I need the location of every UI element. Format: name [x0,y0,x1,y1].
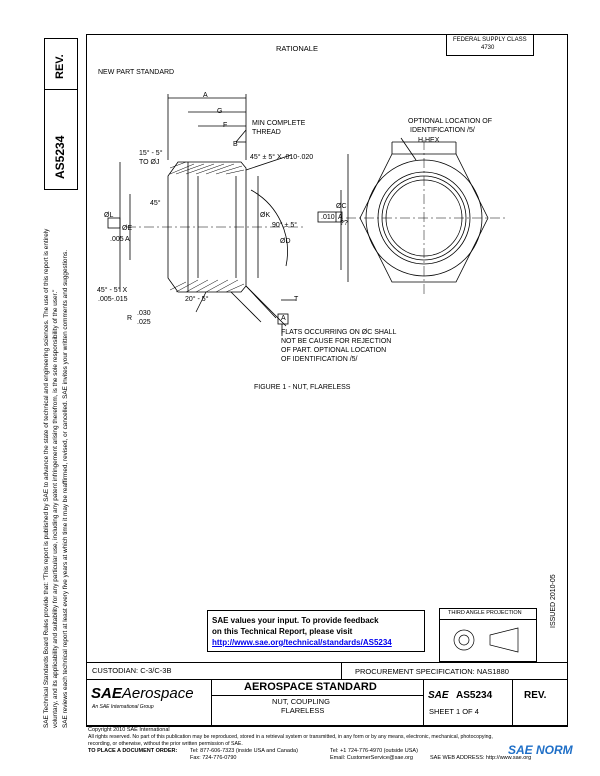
drawing-frame [86,34,568,727]
nut-side-outline [167,161,247,293]
sae-norm-watermark: SAE NORM [508,743,573,757]
chamfer2-2: .005-.015 [98,296,128,303]
dia-k: ØK [260,212,271,219]
datum-a-bottom: A [281,315,286,322]
doc-number: AS5234 [456,690,493,701]
figure-caption: FIGURE 1 - NUT, FLARELESS [254,384,351,391]
sheet-number: SHEET 1 OF 4 [429,707,479,716]
dia-e: ØE [122,225,133,232]
flats-note-2: NOT BE CAUSE FOR REJECTION [281,338,392,345]
side-notice-line1: SAE Technical Standards Board Rules prov… [43,228,50,728]
new-part-label: NEW PART STANDARD [98,69,175,76]
r-val-1: .030 [137,310,151,317]
custodian: CUSTODIAN: C-3/C-3B [92,666,172,675]
flats-note-1: FLATS OCCURRING ON ØC SHALL [281,329,397,336]
projection-label: THIRD ANGLE PROJECTION [448,610,522,616]
min-thread-2: THREAD [252,129,281,136]
flats-note-3: OF PART. OPTIONAL LOCATION [281,347,387,354]
issued-code: ISSUED 2010-05 [550,574,557,628]
angle-20: 20° - 5° [185,296,209,303]
chamfer2-1: 45° - 5° X [97,287,128,294]
dia-c: ØC [336,203,347,210]
r-val-2: .025 [137,319,151,326]
footer-rights-2: recording, or otherwise, without the pri… [88,741,243,747]
tol-010: .010 [321,214,335,221]
projection-box: THIRD ANGLE PROJECTION [439,608,537,662]
chamfer-angle-1: 15° - 5° [139,150,163,157]
feedback-link[interactable]: http://www.sae.org/technical/standards/A… [212,638,392,647]
main-title: AEROSPACE STANDARD [244,681,377,693]
footer-tel-2: Tel: +1 724-776-4970 (outside USA) [330,748,418,754]
side-notice-line3: SAE reviews each technical report at lea… [62,250,69,728]
feedback-box: SAE values your input. To provide feedba… [207,610,425,652]
dim-a: A [203,92,208,99]
chamfer-angle-2: TO ØJ [139,159,160,166]
opt-loc-1: OPTIONAL LOCATION OF [408,118,493,125]
nut-drawing [107,94,506,336]
dim-f: F [223,122,228,129]
min-thread-1: MIN COMPLETE [252,120,306,127]
dia-l: ØL [104,212,114,219]
footer-copyright: Copyright 2010 SAE International [88,727,170,733]
chamfer-note: 45° ± 5° X .010-.020 [250,154,314,161]
opt-loc-2: IDENTIFICATION /5/ [410,127,475,134]
angle-45: 45° [150,200,161,207]
logo-sub: An SAE International Group [92,704,154,710]
fed-class-code: 4730 [481,45,495,51]
procurement-spec: PROCUREMENT SPECIFICATION: NAS1880 [355,667,509,676]
fed-class-box: FEDERAL SUPPLY CLASS 4730 [446,34,534,56]
datum-a-left: A [125,236,130,243]
rev-tab-label: REV. [54,54,66,79]
footer-email: Email: CustomerService@sae.org [330,755,413,761]
title-block [86,662,568,726]
sae-small-logo: SAE [428,690,449,701]
rev-label: REV. [524,690,547,701]
dim-b: B [233,141,238,148]
hex-label: H HEX [418,137,440,144]
r-label: R [127,315,133,322]
footer-tel-1: Tel: 877-606-7323 (inside USA and Canada… [190,748,298,754]
footer-fax: Fax: 724-776-0790 [190,755,237,761]
t-label: T [294,296,299,303]
projection-symbol [453,627,519,653]
rev-tab: REV. AS5234 [44,38,78,190]
footer-rights-1: All rights reserved. No part of this pub… [88,734,493,740]
logo-sae: SAE [91,685,122,702]
footer-web[interactable]: SAE WEB ADDRESS: http://www.sae.org [430,755,532,761]
side-notice-line2: voluntary, and its applicability and sui… [52,289,59,728]
rationale-label: RATIONALE [276,44,318,53]
dia-d: ØD [280,238,291,245]
feedback-line2: on this Technical Report, please visit [212,627,353,636]
feedback-line1: SAE values your input. To provide feedba… [212,616,379,625]
angle-90: 90° ± 5° [272,222,298,229]
tol-005: .005 [110,236,124,243]
subtitle-2: FLARELESS [281,706,325,715]
footer-order: TO PLACE A DOCUMENT ORDER: [88,748,178,754]
fed-class-label: FEDERAL SUPPLY CLASS [453,37,527,43]
logo-aero: Aerospace [121,685,194,702]
sae-aerospace-logo: SAEAerospace [91,685,194,703]
dim-g: G [217,108,223,115]
hex-side: ?? [340,220,348,227]
datum-a-right: A [338,214,343,221]
flats-note-4: OF IDENTIFICATION /5/ [281,356,358,363]
rev-tab-doc-id: AS5234 [53,135,67,179]
subtitle-1: NUT, COUPLING [272,697,330,706]
